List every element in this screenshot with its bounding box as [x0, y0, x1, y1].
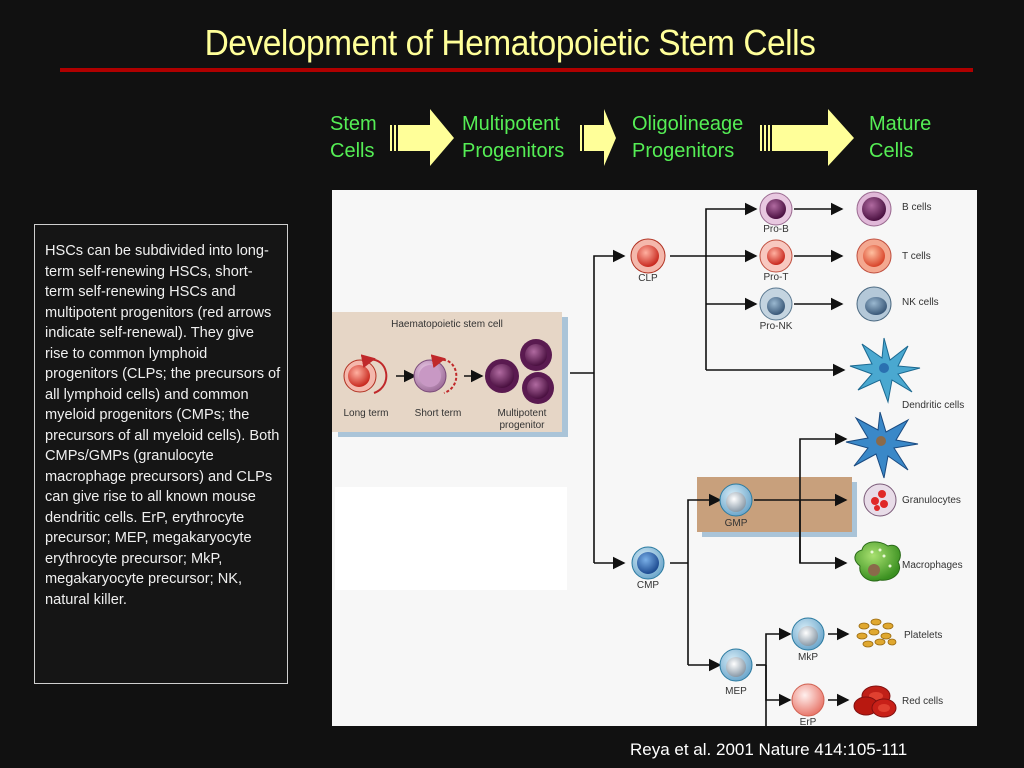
clp-cell [630, 238, 666, 274]
label-macrophages: Macrophages [902, 560, 963, 571]
dendritic-cell-lymphoid-icon [849, 337, 921, 404]
hematopoiesis-figure: Haematopoietic stem cell Long term Short… [332, 190, 977, 726]
stage-arrow-3-icon [760, 109, 854, 166]
label-b-cells: B cells [902, 202, 931, 213]
hsc-box: Haematopoietic stem cell Long term Short… [332, 312, 568, 437]
red-cells-icon [853, 685, 897, 718]
self-renewal-arrow-icon [360, 354, 388, 394]
label-pro-t: Pro-T [764, 272, 789, 283]
stage-arrow-2-icon [580, 109, 616, 166]
label-short-term: Short term [415, 408, 462, 419]
stage-arrow-1-icon [390, 109, 454, 166]
label-nk-cells: NK cells [902, 297, 939, 308]
stage-line-1: Stem [330, 113, 377, 135]
slide-title: Development of Hematopoietic Stem Cells [204, 22, 816, 63]
short-term-hsc-cell [413, 359, 447, 393]
pro-b-cell [759, 192, 793, 226]
label-erp: ErP [800, 717, 817, 726]
stage-line-2: Progenitors [632, 140, 735, 162]
stage-oligolineage: Oligolineage Progenitors [632, 111, 743, 165]
pro-t-cell [759, 239, 793, 273]
label-dendritic-cells: Dendritic cells [902, 400, 964, 411]
label-cmp: CMP [637, 580, 660, 591]
label-pro-b: Pro-B [763, 224, 789, 235]
description-box: HSCs can be subdivided into long-term se… [34, 224, 288, 684]
label-red-cells: Red cells [902, 696, 943, 707]
label-mkp: MkP [798, 652, 818, 663]
long-term-hsc-cell [343, 359, 377, 393]
label-t-cells: T cells [902, 251, 931, 262]
nk-cell [856, 286, 892, 322]
gmp-cell [719, 483, 753, 517]
title-underline [60, 68, 973, 72]
b-cell [856, 191, 892, 227]
stage-line-1: Mature [869, 113, 932, 135]
multipotent-progenitor-cells [485, 339, 554, 404]
citation: Reya et al. 2001 Nature 414:105-111 [630, 740, 908, 759]
label-clp: CLP [638, 273, 658, 284]
label-long-term: Long term [343, 408, 388, 419]
label-multipotent-1: Multipotent [498, 408, 547, 419]
label-gmp: GMP [725, 518, 748, 529]
label-multipotent-2: progenitor [499, 420, 545, 431]
platelets-icon [856, 618, 897, 648]
self-renewal-dashed-arrow-icon [430, 354, 458, 394]
macrophage-cell [854, 541, 901, 582]
lineage-connectors [570, 202, 846, 570]
dendritic-cell-myeloid-icon [845, 411, 919, 479]
stage-line-1: Oligolineage [632, 113, 744, 135]
label-granulocytes: Granulocytes [902, 495, 961, 506]
stage-mature-cells: Mature Cells [869, 111, 931, 165]
granulocyte-cell [863, 483, 897, 517]
stage-line-1: Multipotent [462, 113, 560, 135]
pro-nk-cell [759, 287, 793, 321]
description-text: HSCs can be subdivided into long-term se… [45, 243, 281, 608]
stage-multipotent: Multipotent Progenitors [462, 111, 564, 165]
label-pro-nk: Pro-NK [760, 321, 793, 332]
label-platelets: Platelets [904, 630, 942, 641]
mep-cell [719, 648, 753, 682]
stage-line-2: Cells [869, 140, 914, 162]
cmp-cell [631, 546, 665, 580]
stage-line-2: Progenitors [462, 140, 565, 162]
t-cell [856, 238, 892, 274]
label-mep: MEP [725, 686, 747, 697]
stage-line-2: Cells [330, 140, 375, 162]
myeloid-connectors [670, 432, 850, 726]
hsc-box-title: Haematopoietic stem cell [391, 319, 503, 330]
stage-stem-cells: Stem Cells [330, 111, 377, 165]
erp-cell [791, 683, 825, 717]
mkp-cell [791, 617, 825, 651]
